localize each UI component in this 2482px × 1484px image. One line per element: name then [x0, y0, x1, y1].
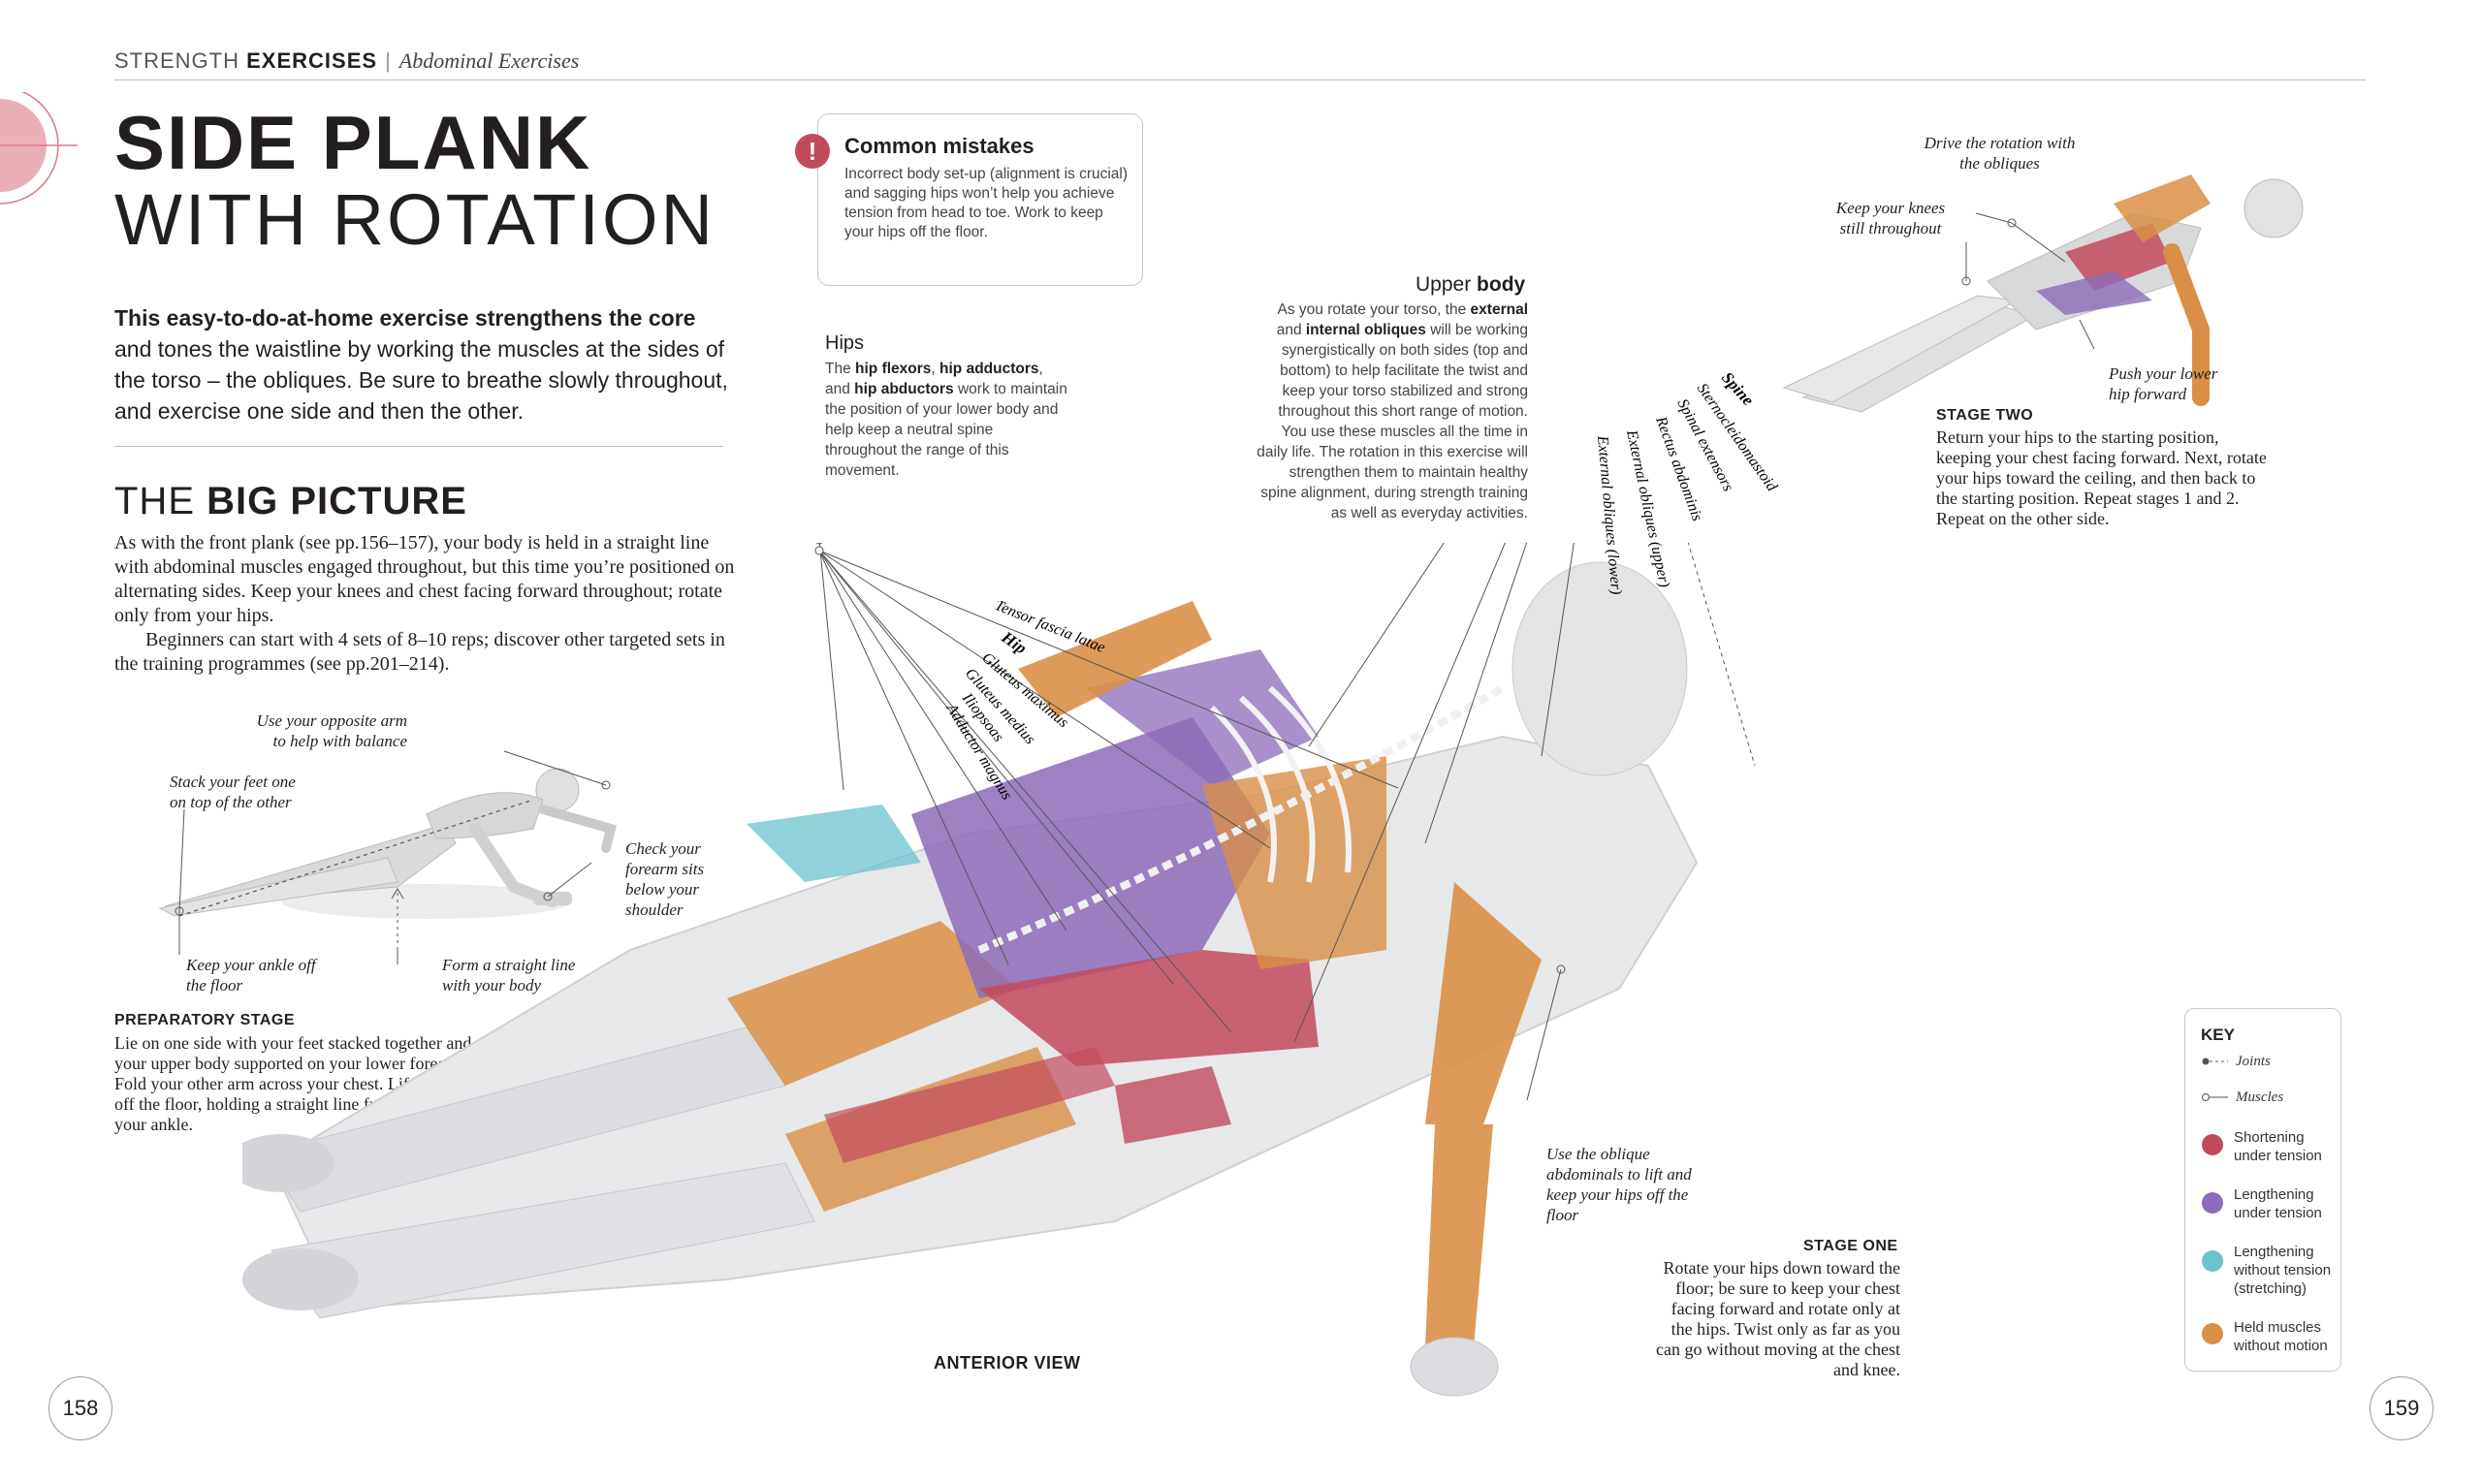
label-keep-knees: Keep your knees still throughout [1835, 199, 1946, 237]
intro-text: This easy-to-do-at-home exercise strengt… [114, 305, 728, 424]
label-external-obliques-lower: External obliques (lower) [1594, 434, 1624, 595]
key-label-shortening: Shortening under tension [2234, 1129, 2322, 1164]
page-title-line2: WITH ROTATION [114, 179, 716, 260]
page-number-left: 158 [48, 1376, 112, 1440]
key-swatch-held [2202, 1323, 2223, 1344]
page-title-line1: SIDE PLANK [114, 100, 592, 185]
corner-decoration [0, 92, 78, 205]
anterior-view-label: ANTERIOR VIEW [934, 1353, 1081, 1373]
common-mistakes-body: Incorrect body set-up (alignment is cruc… [844, 166, 1129, 240]
label-opposite-arm: Use your opposite arm to help with balan… [256, 711, 407, 750]
stage-one-body: Rotate your hips down toward the floor; … [1656, 1258, 1900, 1379]
label-push-hip: Push your lower hip forward [2109, 364, 2218, 403]
label-oblique-abdominals: Use the oblique abdominals to lift and k… [1546, 1145, 1692, 1224]
preparatory-stage-body: Lie on one side with your feet stacked t… [114, 1033, 490, 1134]
stage-two-heading: STAGE TWO [1936, 407, 2034, 424]
main-anatomy-illustration [242, 543, 1756, 1397]
label-forearm: Check your forearm sits below your shoul… [625, 839, 705, 919]
key-label-stretching: Lengthening without tension (stretching) [2234, 1244, 2332, 1297]
key-muscle-symbol [2202, 1093, 2228, 1101]
upper-muscle-labels: External obliques (lower) External obliq… [1594, 368, 1781, 595]
key-muscles-label: Muscles [2236, 1089, 2284, 1105]
key-label-held: Held muscles without motion [2234, 1319, 2328, 1354]
label-ankle: Keep your ankle off the floor [186, 956, 316, 995]
running-header: STRENGTH EXERCISES|Abdominal Exercises [114, 48, 580, 73]
common-mistakes-title: Common mistakes [844, 134, 1034, 158]
big-picture-title: THE BIG PICTURE [114, 480, 467, 522]
key-swatch-shortening [2202, 1134, 2223, 1155]
key-swatch-lengthening [2202, 1192, 2223, 1214]
key-title: KEY [2201, 1026, 2235, 1044]
common-mistakes-box [817, 113, 1143, 286]
stage-one-heading: STAGE ONE [1803, 1238, 1898, 1254]
hips-body: The hip flexors, hip adductors, and hip … [825, 361, 1067, 479]
stage-two-illustration [1782, 174, 2304, 413]
upper-body-title: Upper body [1416, 273, 1526, 296]
label-straight-line: Form a straight line with your body [442, 956, 576, 995]
label-drive-rotation: Drive the rotation with the obliques [1924, 134, 2076, 173]
key-label-lengthening: Lengthening under tension [2234, 1186, 2322, 1221]
preparatory-illustration [158, 750, 618, 964]
upper-body-body: As you rotate your torso, the external a… [1257, 301, 1528, 521]
intro-rule [114, 446, 723, 447]
key-joints-label: Joints [2236, 1054, 2271, 1069]
label-stack-feet: Stack your feet one on top of the other [170, 773, 296, 811]
big-picture-body: As with the front plank (see pp.156–157)… [114, 532, 735, 675]
hips-title: Hips [825, 332, 865, 354]
label-hip: Hip [998, 627, 1030, 657]
key-box [2184, 1008, 2341, 1372]
page-number-right: 159 [2370, 1376, 2434, 1440]
warning-icon: ! [795, 134, 830, 169]
preparatory-stage-heading: PREPARATORY STAGE [114, 1012, 296, 1028]
hip-leader-lines [814, 546, 1399, 1033]
key-joint-symbol [2202, 1058, 2228, 1065]
key-swatch-stretching [2202, 1250, 2223, 1272]
hip-muscle-labels: Tensor fascia latae Hip Gluteus maximus … [942, 601, 1107, 803]
stage-two-body: Return your hips to the starting positio… [1936, 427, 2267, 528]
header-rule [114, 79, 2366, 80]
